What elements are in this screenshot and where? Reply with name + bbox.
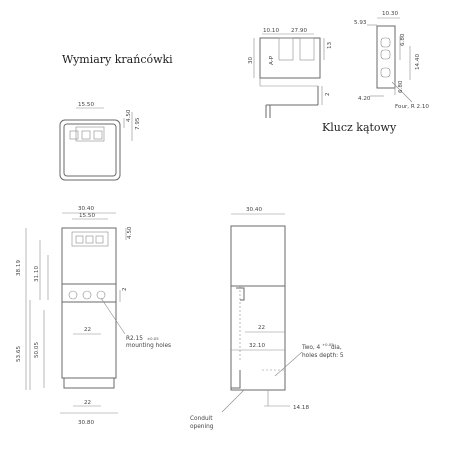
key-label: A-P [269, 55, 275, 65]
key-side-dim-6-80: 6.80 [400, 33, 406, 46]
hole-note-count: Two, 4 [301, 345, 321, 351]
side-dim-30-40: 30.40 [246, 207, 262, 213]
key-dim-13: 13 [327, 41, 333, 49]
mounting-note-tolerance: ±0.05 [147, 336, 159, 341]
mounting-note-holes: mounting holes [126, 343, 171, 349]
side-dim-32-10: 32.10 [249, 343, 265, 349]
front-dim-15-50: 15.50 [79, 213, 95, 219]
key-dim-10-10: 10.10 [263, 28, 279, 34]
key-side-dim-6-80b: 6.80 [398, 80, 404, 93]
key-radius-note: Four, R 2.10 [395, 104, 429, 110]
conduit-label-1: Conduit [190, 416, 213, 422]
mounting-note-radius: R2.15 [126, 336, 143, 342]
switch-top-view: 15.50 4.50 7.95 [59, 102, 141, 181]
angle-key-plan-view: 10.10 27.90 13 30 2 A-P [248, 28, 333, 118]
front-dim-53-65: 53.65 [16, 346, 22, 362]
front-dim-31-10: 31.10 [34, 266, 40, 282]
angle-key-side-view: 10.30 5.93 6.80 14.40 6.80 4.20 Four, R … [354, 11, 429, 110]
top-dim-7-95: 7.95 [135, 117, 141, 130]
key-side-dim-14-40: 14.40 [415, 54, 421, 70]
side-dim-22: 22 [258, 325, 265, 331]
hole-note-tolerance: +0.05 [322, 342, 334, 347]
top-dim-4-50: 4.50 [126, 109, 132, 122]
front-dim-30-40: 30.40 [78, 206, 94, 212]
front-dim-50-05: 50.05 [34, 342, 40, 358]
front-dim-4-50: 4.50 [127, 226, 133, 239]
key-side-dim-4-20: 4.20 [358, 96, 371, 102]
switch-front-view: 30.40 15.50 4.50 38.19 31.10 2 22 53.65 … [16, 206, 171, 426]
front-dim-2: 2 [122, 287, 128, 291]
hole-note-dia: dia, [331, 345, 342, 351]
side-dim-14-18: 14.18 [293, 405, 309, 411]
key-dim-30: 30 [248, 56, 254, 64]
key-dim-2: 2 [325, 92, 331, 96]
key-side-dim-5-93: 5.93 [354, 20, 367, 26]
title-switch-dimensions: Wymiary krańcówki [62, 53, 173, 66]
hole-note-depth: holes depth: 5 [302, 353, 344, 359]
key-side-dim-10-30: 10.30 [382, 11, 398, 17]
switch-side-view: 30.40 22 32.10 14.18 Two, 4 +0.05 dia, h… [190, 207, 344, 430]
title-angle-key: Klucz kątowy [322, 121, 397, 134]
front-dim-22-a: 22 [84, 327, 91, 333]
front-dim-22-b: 22 [84, 400, 91, 406]
key-dim-27-90: 27.90 [291, 28, 307, 34]
front-dim-38-19: 38.19 [16, 260, 22, 276]
conduit-label-2: opening [190, 424, 214, 430]
front-dim-30-80: 30.80 [78, 420, 94, 426]
top-dim-15-50: 15.50 [78, 102, 94, 108]
